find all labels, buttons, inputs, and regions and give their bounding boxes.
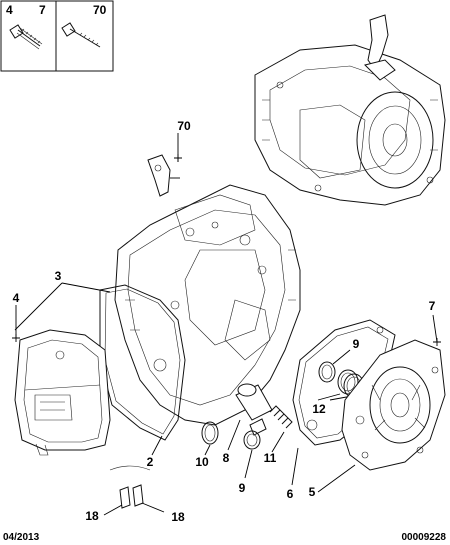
plunger-8 [235,383,273,436]
callout-6: 6 [287,447,299,501]
callout-label-8: 8 [223,451,230,465]
legend-ref-7: 7 [39,3,46,17]
footer-ref-number: 00009228 [402,532,447,543]
callout-label-18-left: 18 [85,509,99,523]
callout-label-12: 12 [312,402,326,416]
side-cover-2 [14,329,111,456]
callout-label-10: 10 [195,455,209,469]
callout-7: 7 [429,299,441,346]
callout-label-9-lower: 9 [239,481,246,495]
flange-bolt-icon [9,24,43,50]
legend-ref-4: 4 [6,3,13,17]
o-ring-9-upper [318,361,336,383]
legend-box-bolts-4-7: 4 7 [0,0,57,72]
o-ring-9-lower [243,430,261,450]
callout-label-3: 3 [55,269,62,283]
callout-5: 5 [309,464,356,499]
callout-label-18-right: 18 [171,510,185,524]
gearbox-housing [114,184,301,426]
o-ring-10 [201,421,219,445]
assembled-gearbox-illustration [254,14,446,206]
end-cover-5 [341,339,446,471]
callout-4: 4 [12,291,20,342]
callout-9-lower: 9 [239,449,253,495]
callout-11: 11 [264,431,285,465]
callout-label-11: 11 [264,451,277,465]
callout-label-2: 2 [147,455,154,469]
hex-bolt-icon [61,22,101,48]
callout-label-4: 4 [13,291,20,305]
bracket-70 [147,154,171,197]
callout-label-6: 6 [287,487,294,501]
callout-2: 2 [147,435,163,469]
callout-70: 70 [170,119,191,179]
clips-18 [109,465,151,509]
footer-date: 04/2013 [3,532,40,543]
callout-18-right: 18 [141,502,185,524]
callout-label-9-upper: 9 [353,337,360,351]
callout-3: 3 [14,269,111,331]
callout-label-70: 70 [177,119,191,133]
callout-9-upper: 9 [332,337,360,365]
legend-ref-70: 70 [93,3,107,17]
callout-18-left: 18 [85,504,123,523]
spring-11 [269,405,293,429]
callout-8: 8 [223,419,241,465]
callout-10: 10 [195,444,211,469]
legend-box-bolt-70: 70 [55,0,114,72]
callout-label-7: 7 [429,299,436,313]
callout-label-5: 5 [309,485,316,499]
